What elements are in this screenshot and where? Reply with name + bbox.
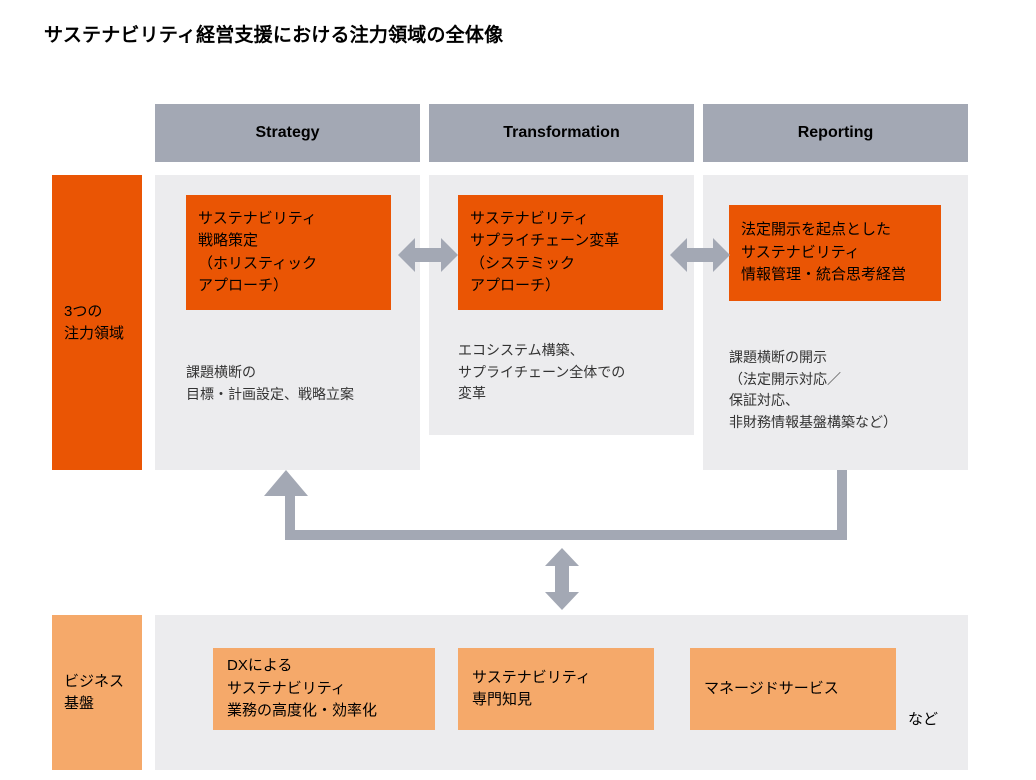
base-box-managed-service: マネージドサービス: [690, 648, 896, 730]
caption-strategy: 課題横断の 目標・計画設定、戦略立案: [186, 364, 354, 402]
double-arrow-vertical-icon: [545, 548, 579, 610]
focus-box-transformation: サステナビリティ サプライチェーン変革 （システミック アプローチ）: [458, 195, 663, 310]
focus-box-reporting: 法定開示を起点とした サステナビリティ 情報管理・統合思考経営: [729, 205, 941, 301]
etc-note: など: [908, 711, 939, 728]
base-box-dx: DXによる サステナビリティ 業務の高度化・効率化: [213, 648, 435, 730]
row-label-business-base: ビジネス 基盤: [52, 615, 142, 770]
caption-transformation: エコシステム構築、 サプライチェーン全体での 変革: [458, 342, 626, 402]
column-header-transformation: Transformation: [429, 104, 694, 162]
focus-box-strategy: サステナビリティ 戦略策定 （ホリスティック アプローチ）: [186, 195, 391, 310]
u-shaped-connector-icon: [264, 470, 847, 540]
column-header-reporting: Reporting: [703, 104, 968, 162]
row-label-focus-areas: 3つの 注力領域: [52, 175, 142, 470]
double-arrow-horizontal-icon: [670, 238, 730, 272]
double-arrow-horizontal-icon: [398, 238, 458, 272]
caption-reporting: 課題横断の開示 （法定開示対応／ 保証対応、 非財務情報基盤構築など）: [729, 349, 897, 431]
column-header-strategy: Strategy: [155, 104, 420, 162]
base-box-expertise: サステナビリティ 専門知見: [458, 648, 654, 730]
page-title: サステナビリティ経営支援における注力領域の全体像: [44, 25, 504, 46]
